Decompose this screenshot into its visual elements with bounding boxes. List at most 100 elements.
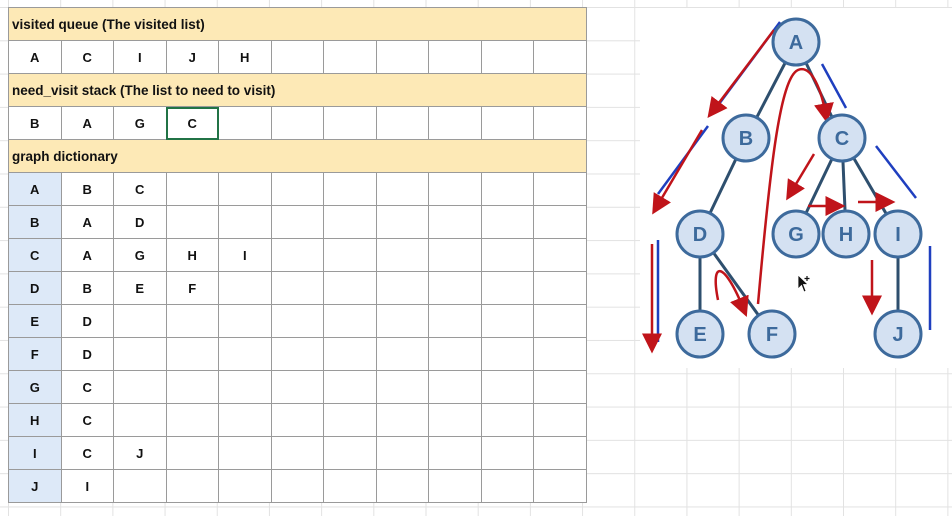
graph-dictionary-value-cell[interactable] bbox=[165, 205, 219, 239]
graph-dictionary-value-cell[interactable] bbox=[218, 403, 272, 437]
visited-queue-cell[interactable] bbox=[375, 40, 429, 74]
graph-dictionary-value-cell[interactable] bbox=[533, 337, 587, 371]
graph-dictionary-value-cell[interactable]: D bbox=[60, 337, 114, 371]
graph-dictionary-value-cell[interactable] bbox=[218, 337, 272, 371]
graph-dictionary-value-cell[interactable] bbox=[533, 205, 587, 239]
graph-dictionary-value-cell[interactable] bbox=[428, 403, 482, 437]
graph-dictionary-value-cell[interactable] bbox=[323, 370, 377, 404]
graph-dictionary-value-cell[interactable]: G bbox=[113, 238, 167, 272]
graph-dictionary-value-cell[interactable] bbox=[270, 469, 324, 503]
graph-dictionary-value-cell[interactable] bbox=[218, 205, 272, 239]
need-visit-stack-cell[interactable]: G bbox=[113, 106, 167, 140]
visited-queue-header[interactable]: visited queue (The visited list) bbox=[8, 7, 587, 41]
graph-dictionary-key-cell[interactable]: D bbox=[8, 271, 62, 305]
graph-dictionary-value-cell[interactable] bbox=[480, 469, 534, 503]
graph-dictionary-value-cell[interactable] bbox=[428, 205, 482, 239]
need-visit-stack-cell[interactable] bbox=[375, 106, 429, 140]
graph-dictionary-value-cell[interactable] bbox=[480, 436, 534, 470]
graph-dictionary-value-cell[interactable]: B bbox=[60, 172, 114, 206]
graph-dictionary-value-cell[interactable] bbox=[218, 469, 272, 503]
graph-dictionary-value-cell[interactable]: I bbox=[218, 238, 272, 272]
graph-dictionary-value-cell[interactable]: H bbox=[165, 238, 219, 272]
graph-dictionary-value-cell[interactable] bbox=[270, 271, 324, 305]
graph-dictionary-value-cell[interactable] bbox=[165, 370, 219, 404]
graph-dictionary-value-cell[interactable] bbox=[270, 172, 324, 206]
graph-dictionary-value-cell[interactable] bbox=[323, 403, 377, 437]
graph-dictionary-value-cell[interactable] bbox=[218, 271, 272, 305]
graph-dictionary-value-cell[interactable] bbox=[270, 238, 324, 272]
visited-queue-cell[interactable]: A bbox=[8, 40, 62, 74]
graph-dictionary-value-cell[interactable] bbox=[165, 337, 219, 371]
graph-dictionary-header[interactable]: graph dictionary bbox=[8, 139, 587, 173]
graph-dictionary-value-cell[interactable] bbox=[323, 436, 377, 470]
graph-dictionary-value-cell[interactable]: C bbox=[60, 370, 114, 404]
graph-dictionary-value-cell[interactable] bbox=[270, 370, 324, 404]
graph-dictionary-key-cell[interactable]: F bbox=[8, 337, 62, 371]
graph-dictionary-value-cell[interactable] bbox=[375, 172, 429, 206]
need-visit-stack-cell[interactable]: C bbox=[165, 106, 219, 140]
graph-dictionary-value-cell[interactable] bbox=[323, 271, 377, 305]
graph-dictionary-value-cell[interactable] bbox=[375, 403, 429, 437]
graph-dictionary-value-cell[interactable] bbox=[375, 271, 429, 305]
visited-queue-cell[interactable]: C bbox=[60, 40, 114, 74]
graph-dictionary-key-cell[interactable]: B bbox=[8, 205, 62, 239]
graph-dictionary-value-cell[interactable] bbox=[218, 172, 272, 206]
graph-dictionary-key-cell[interactable]: G bbox=[8, 370, 62, 404]
need-visit-stack-cell[interactable] bbox=[323, 106, 377, 140]
graph-dictionary-value-cell[interactable]: B bbox=[60, 271, 114, 305]
graph-dictionary-value-cell[interactable] bbox=[270, 436, 324, 470]
graph-dictionary-value-cell[interactable] bbox=[113, 469, 167, 503]
graph-dictionary-value-cell[interactable] bbox=[428, 337, 482, 371]
graph-dictionary-value-cell[interactable] bbox=[218, 370, 272, 404]
graph-dictionary-value-cell[interactable] bbox=[375, 436, 429, 470]
graph-dictionary-value-cell[interactable] bbox=[480, 205, 534, 239]
graph-dictionary-value-cell[interactable] bbox=[375, 304, 429, 338]
graph-dictionary-value-cell[interactable] bbox=[270, 337, 324, 371]
graph-dictionary-value-cell[interactable] bbox=[480, 304, 534, 338]
graph-dictionary-value-cell[interactable] bbox=[113, 304, 167, 338]
graph-dictionary-value-cell[interactable] bbox=[533, 370, 587, 404]
graph-dictionary-value-cell[interactable] bbox=[428, 304, 482, 338]
graph-dictionary-value-cell[interactable] bbox=[375, 337, 429, 371]
graph-dictionary-value-cell[interactable] bbox=[218, 436, 272, 470]
graph-dictionary-value-cell[interactable]: J bbox=[113, 436, 167, 470]
graph-dictionary-value-cell[interactable] bbox=[480, 370, 534, 404]
visited-queue-cell[interactable]: I bbox=[113, 40, 167, 74]
graph-dictionary-value-cell[interactable] bbox=[533, 304, 587, 338]
graph-dictionary-value-cell[interactable]: A bbox=[60, 238, 114, 272]
graph-dictionary-value-cell[interactable] bbox=[270, 403, 324, 437]
graph-dictionary-value-cell[interactable] bbox=[480, 172, 534, 206]
graph-dictionary-value-cell[interactable] bbox=[165, 469, 219, 503]
graph-dictionary-value-cell[interactable]: A bbox=[60, 205, 114, 239]
graph-dictionary-value-cell[interactable] bbox=[375, 238, 429, 272]
need-visit-stack-cell[interactable] bbox=[218, 106, 272, 140]
need-visit-stack-cell[interactable] bbox=[428, 106, 482, 140]
graph-dictionary-value-cell[interactable]: C bbox=[60, 403, 114, 437]
visited-queue-cell[interactable] bbox=[323, 40, 377, 74]
graph-dictionary-value-cell[interactable] bbox=[270, 205, 324, 239]
visited-queue-cell[interactable] bbox=[270, 40, 324, 74]
graph-dictionary-value-cell[interactable] bbox=[480, 337, 534, 371]
graph-dictionary-value-cell[interactable] bbox=[533, 436, 587, 470]
graph-dictionary-value-cell[interactable] bbox=[218, 304, 272, 338]
graph-dictionary-value-cell[interactable] bbox=[428, 469, 482, 503]
graph-dictionary-value-cell[interactable]: C bbox=[60, 436, 114, 470]
graph-dictionary-value-cell[interactable] bbox=[165, 304, 219, 338]
graph-dictionary-value-cell[interactable] bbox=[375, 370, 429, 404]
graph-dictionary-key-cell[interactable]: E bbox=[8, 304, 62, 338]
graph-dictionary-value-cell[interactable] bbox=[480, 238, 534, 272]
graph-dictionary-value-cell[interactable] bbox=[165, 172, 219, 206]
need-visit-stack-cell[interactable]: A bbox=[60, 106, 114, 140]
graph-dictionary-value-cell[interactable] bbox=[533, 403, 587, 437]
graph-dictionary-value-cell[interactable] bbox=[113, 370, 167, 404]
graph-dictionary-value-cell[interactable] bbox=[480, 403, 534, 437]
graph-dictionary-value-cell[interactable]: E bbox=[113, 271, 167, 305]
graph-dictionary-value-cell[interactable]: D bbox=[60, 304, 114, 338]
graph-dictionary-value-cell[interactable]: C bbox=[113, 172, 167, 206]
graph-dictionary-value-cell[interactable] bbox=[480, 271, 534, 305]
graph-dictionary-key-cell[interactable]: A bbox=[8, 172, 62, 206]
graph-dictionary-value-cell[interactable] bbox=[165, 403, 219, 437]
graph-dictionary-value-cell[interactable] bbox=[323, 337, 377, 371]
graph-dictionary-value-cell[interactable]: I bbox=[60, 469, 114, 503]
need-visit-stack-cell[interactable] bbox=[480, 106, 534, 140]
